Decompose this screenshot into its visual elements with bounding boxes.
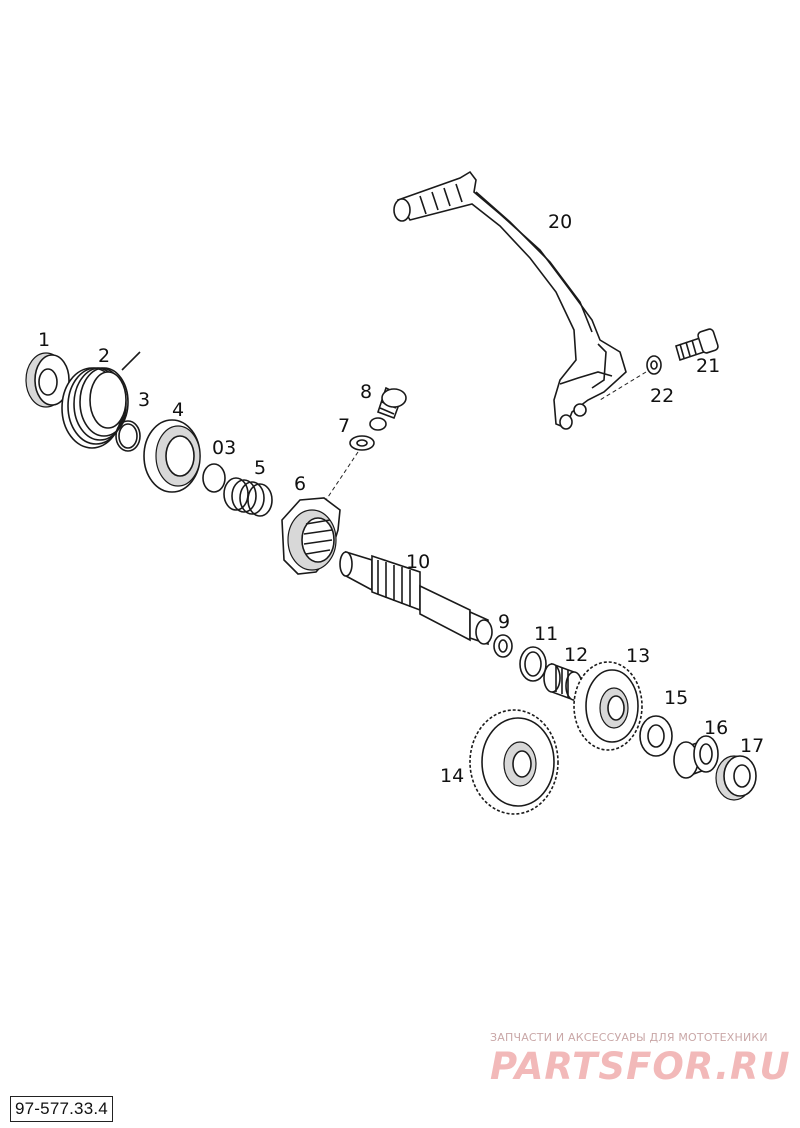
callout-17: 17 [740, 735, 764, 757]
part-3-snap-ring [115, 420, 141, 452]
watermark-tagline: ЗАПЧАСТИ И АКСЕССУАРЫ ДЛЯ МОТОТЕХНИКИ [490, 1031, 768, 1044]
callout-20: 20 [548, 211, 572, 233]
part-6-ratchet [281, 497, 341, 575]
callout-1: 1 [38, 329, 50, 351]
callout-11: 11 [534, 623, 558, 645]
callout-21: 21 [696, 355, 720, 377]
callout-13: 13 [626, 645, 650, 667]
part-5-spring [223, 477, 273, 517]
part-8-bolt [369, 386, 407, 431]
callout-14: 14 [440, 765, 464, 787]
callout-16: 16 [704, 717, 728, 739]
part-4-disc [143, 419, 201, 493]
diagram-code: 97-577.33.4 [10, 1096, 113, 1122]
part-17-bearing [715, 755, 757, 801]
callout-9: 9 [498, 611, 510, 633]
part-9-ring [493, 634, 513, 658]
part-15-washer [639, 715, 673, 757]
callout-4: 4 [172, 399, 184, 421]
part-1-collar [25, 352, 70, 408]
callout-03: 03 [212, 437, 236, 459]
part-10-shaft [339, 550, 493, 646]
callout-2: 2 [98, 345, 110, 367]
callout-22: 22 [650, 385, 674, 407]
callout-10: 10 [406, 551, 430, 573]
callout-7: 7 [338, 415, 350, 437]
callout-15: 15 [664, 687, 688, 709]
part-11-washer [519, 646, 547, 682]
part-21-bolt [675, 328, 719, 362]
callout-3: 3 [138, 389, 150, 411]
part-13-gear [573, 661, 643, 751]
part-2-spring [61, 351, 141, 449]
callout-8: 8 [360, 381, 372, 403]
part-16-bearing [673, 735, 719, 779]
callout-5: 5 [254, 457, 266, 479]
callout-12: 12 [564, 644, 588, 666]
callout-6: 6 [294, 473, 306, 495]
watermark-logo: PARTSFOR.RU [490, 1045, 791, 1088]
part-20-kickstart-lever [393, 170, 627, 430]
part-03-snap-ring [202, 463, 226, 493]
part-22-washer [646, 355, 662, 375]
part-7-washer [349, 435, 375, 451]
part-14-gear [469, 709, 559, 815]
